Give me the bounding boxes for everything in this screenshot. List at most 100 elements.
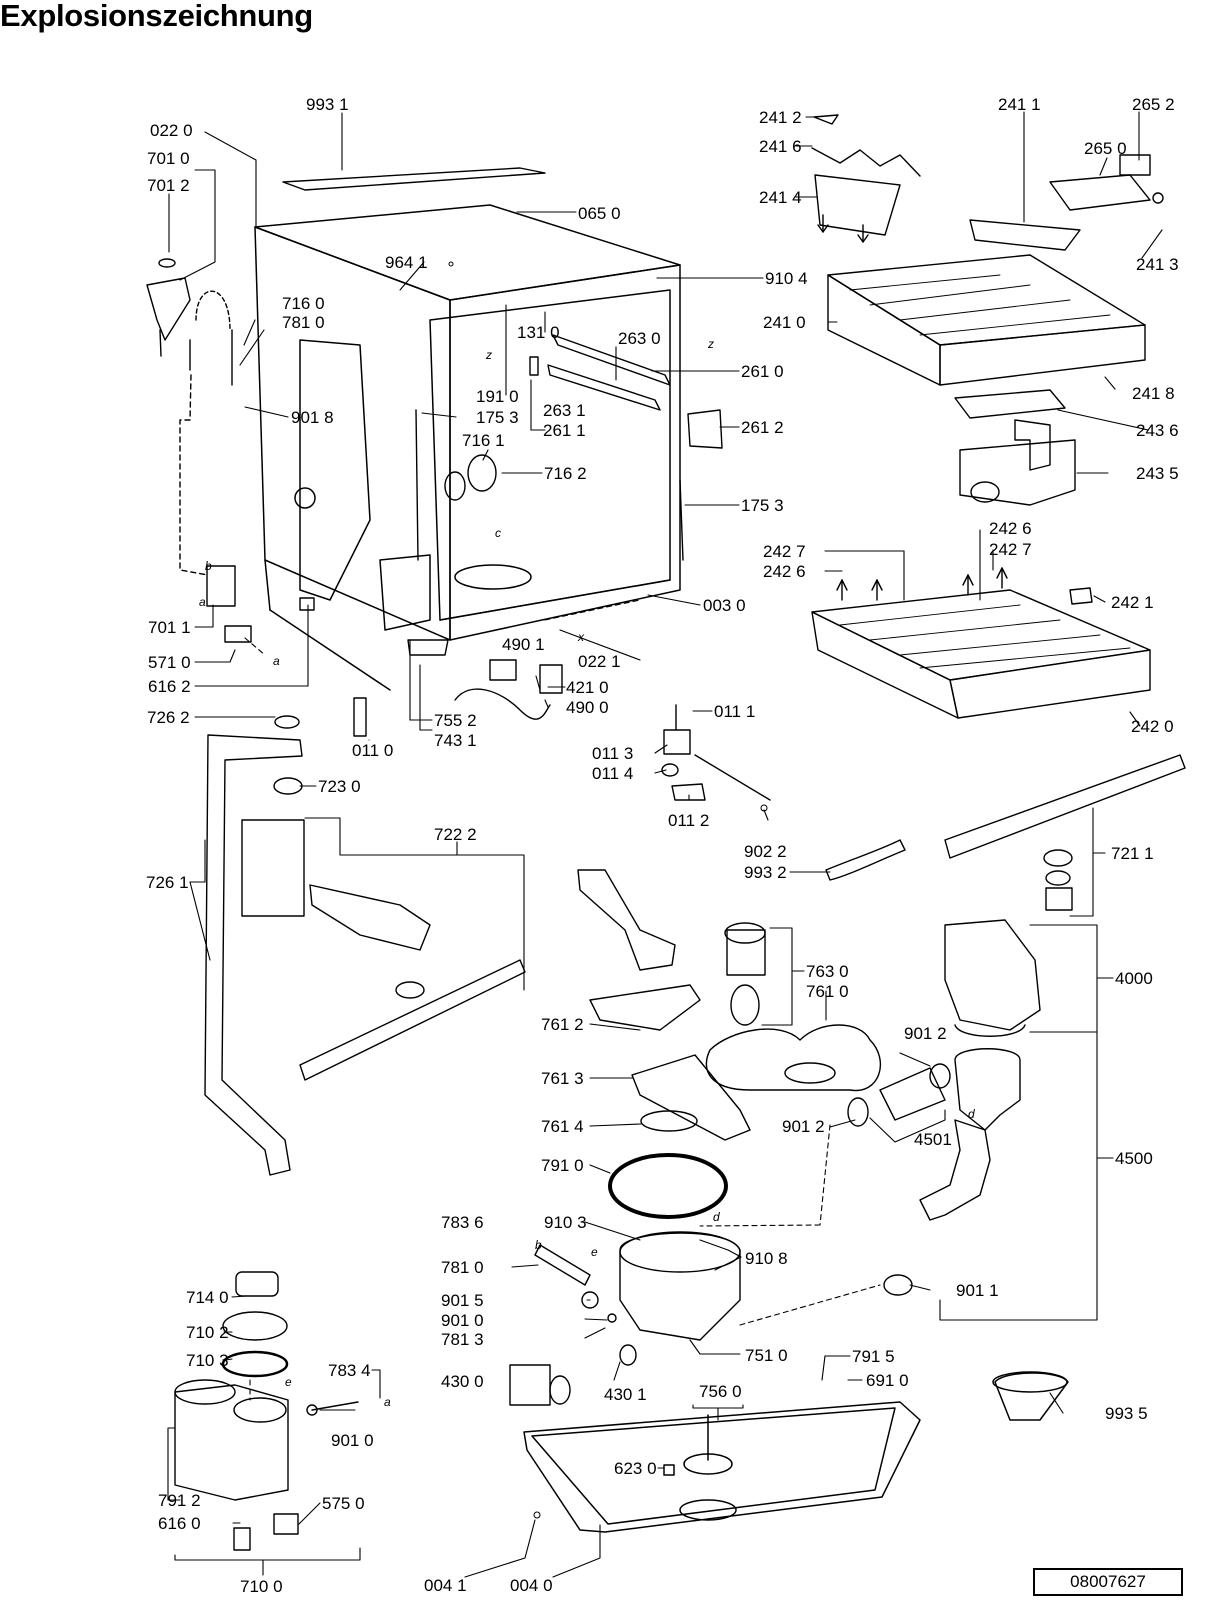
callout-011-1: 011 1	[714, 702, 756, 721]
callout-721-1: 721 1	[1111, 844, 1154, 863]
callout-175-3-right: 175 3	[741, 496, 784, 515]
callout-011-2: 011 2	[668, 811, 710, 830]
callout-993-2: 993 2	[744, 863, 787, 882]
connector-letter-d2: d	[713, 1210, 720, 1224]
callout-701-0: 701 0	[147, 149, 190, 168]
callout-011-0: 011 0	[352, 741, 394, 760]
callout-242-7-left: 242 7	[763, 542, 806, 561]
callout-4000: 4000	[1115, 969, 1153, 988]
callout-783-4: 783 4	[328, 1361, 371, 1380]
connector-letter-e2: e	[285, 1375, 292, 1389]
callout-743-1: 743 1	[434, 731, 477, 750]
lower-basket-drawing	[811, 214, 1151, 719]
document-number-box: 08007627	[1033, 1568, 1183, 1596]
callout-261-1: 261 1	[543, 421, 586, 440]
callout-490-1: 490 1	[502, 635, 545, 654]
callout-723-0: 723 0	[318, 777, 361, 796]
callout-964-1: 964 1	[385, 253, 428, 272]
connector-letter-z2: z	[708, 337, 714, 351]
callout-781-0-lower: 781 0	[441, 1258, 484, 1277]
tag-markers	[448, 261, 768, 1519]
callout-623-0: 623 0	[614, 1459, 657, 1478]
callout-241-1: 241 1	[998, 95, 1041, 114]
callout-701-2: 701 2	[147, 176, 190, 195]
callout-763-0: 763 0	[806, 962, 849, 981]
callout-242-7-right: 242 7	[989, 540, 1032, 559]
connector-letter-a1: a	[199, 595, 206, 609]
callout-722-2: 722 2	[434, 825, 477, 844]
tub-drawing	[254, 204, 681, 691]
callout-691-0: 691 0	[866, 1371, 909, 1390]
sump-drawing	[509, 869, 881, 1406]
water-softener-drawing	[174, 1271, 359, 1551]
callout-261-0: 261 0	[741, 362, 784, 381]
callout-263-1: 263 1	[543, 401, 586, 420]
callout-701-1: 701 1	[148, 618, 191, 637]
callout-241-3: 241 3	[1136, 255, 1179, 274]
callout-022-1: 022 1	[578, 652, 621, 671]
callout-901-5: 901 5	[441, 1291, 484, 1310]
callout-791-5: 791 5	[852, 1347, 895, 1366]
callout-716-0: 716 0	[282, 294, 325, 313]
callout-761-4: 761 4	[541, 1117, 584, 1136]
callout-265-2: 265 2	[1132, 95, 1175, 114]
callout-783-6: 783 6	[441, 1213, 484, 1232]
callout-241-4: 241 4	[759, 188, 802, 207]
callout-241-8: 241 8	[1132, 384, 1175, 403]
callout-910-8: 910 8	[745, 1249, 788, 1268]
callout-791-0: 791 0	[541, 1156, 584, 1175]
callout-716-1: 716 1	[462, 431, 505, 450]
callout-243-6: 243 6	[1136, 421, 1179, 440]
callout-242-0: 242 0	[1131, 717, 1174, 736]
callout-901-8: 901 8	[291, 408, 334, 427]
callout-242-1: 242 1	[1111, 593, 1154, 612]
callout-761-2: 761 2	[541, 1015, 584, 1034]
connector-letter-e1: e	[591, 1245, 598, 1259]
callout-751-0: 751 0	[745, 1346, 788, 1365]
inlet-valve-drawing	[146, 258, 563, 737]
callout-241-6: 241 6	[759, 137, 802, 156]
callout-022-0: 022 0	[150, 121, 193, 140]
callout-781-0-upper: 781 0	[282, 313, 325, 332]
callout-710-2: 710 2	[186, 1323, 229, 1342]
callout-175-3-left: 175 3	[476, 408, 519, 427]
callout-004-1: 004 1	[424, 1576, 467, 1595]
top-cover-strip-drawing	[282, 167, 546, 191]
callout-726-2: 726 2	[147, 708, 190, 727]
callout-421-0: 421 0	[566, 678, 609, 697]
callout-901-0-softener: 901 0	[331, 1431, 374, 1450]
callout-571-0: 571 0	[148, 653, 191, 672]
callout-261-2: 261 2	[741, 418, 784, 437]
callout-910-4: 910 4	[765, 269, 808, 288]
callout-616-2: 616 2	[148, 677, 191, 696]
connector-letter-z1: z	[486, 348, 492, 362]
callout-265-0: 265 0	[1084, 139, 1127, 158]
connector-letter-c: c	[495, 526, 501, 540]
pump-drawing	[847, 754, 1186, 1296]
callout-243-5: 243 5	[1136, 464, 1179, 483]
callout-901-2-upper: 901 2	[904, 1024, 947, 1043]
callout-131-0: 131 0	[517, 323, 560, 342]
connector-letter-a3: a	[384, 1395, 391, 1409]
callout-910-3: 910 3	[544, 1213, 587, 1232]
callout-901-0-sump: 901 0	[441, 1311, 484, 1330]
callout-761-3: 761 3	[541, 1069, 584, 1088]
callout-430-0: 430 0	[441, 1372, 484, 1391]
callout-993-1: 993 1	[306, 95, 349, 114]
callout-4500: 4500	[1115, 1149, 1153, 1168]
callout-710-3: 710 3	[186, 1351, 229, 1370]
callout-004-0: 004 0	[510, 1576, 553, 1595]
callout-761-0: 761 0	[806, 982, 849, 1001]
callout-4501: 4501	[914, 1130, 952, 1149]
connector-letter-d1: d	[968, 1107, 975, 1121]
callout-902-2: 902 2	[744, 842, 787, 861]
callout-616-0: 616 0	[158, 1514, 201, 1533]
callout-714-0: 714 0	[186, 1288, 229, 1307]
feet-drawing	[661, 704, 906, 881]
connector-letter-a2: a	[273, 654, 280, 668]
rail-parts-drawing	[415, 334, 723, 561]
callout-191-0: 191 0	[476, 387, 519, 406]
callout-241-2: 241 2	[759, 108, 802, 127]
callout-993-5: 993 5	[1105, 1404, 1148, 1423]
